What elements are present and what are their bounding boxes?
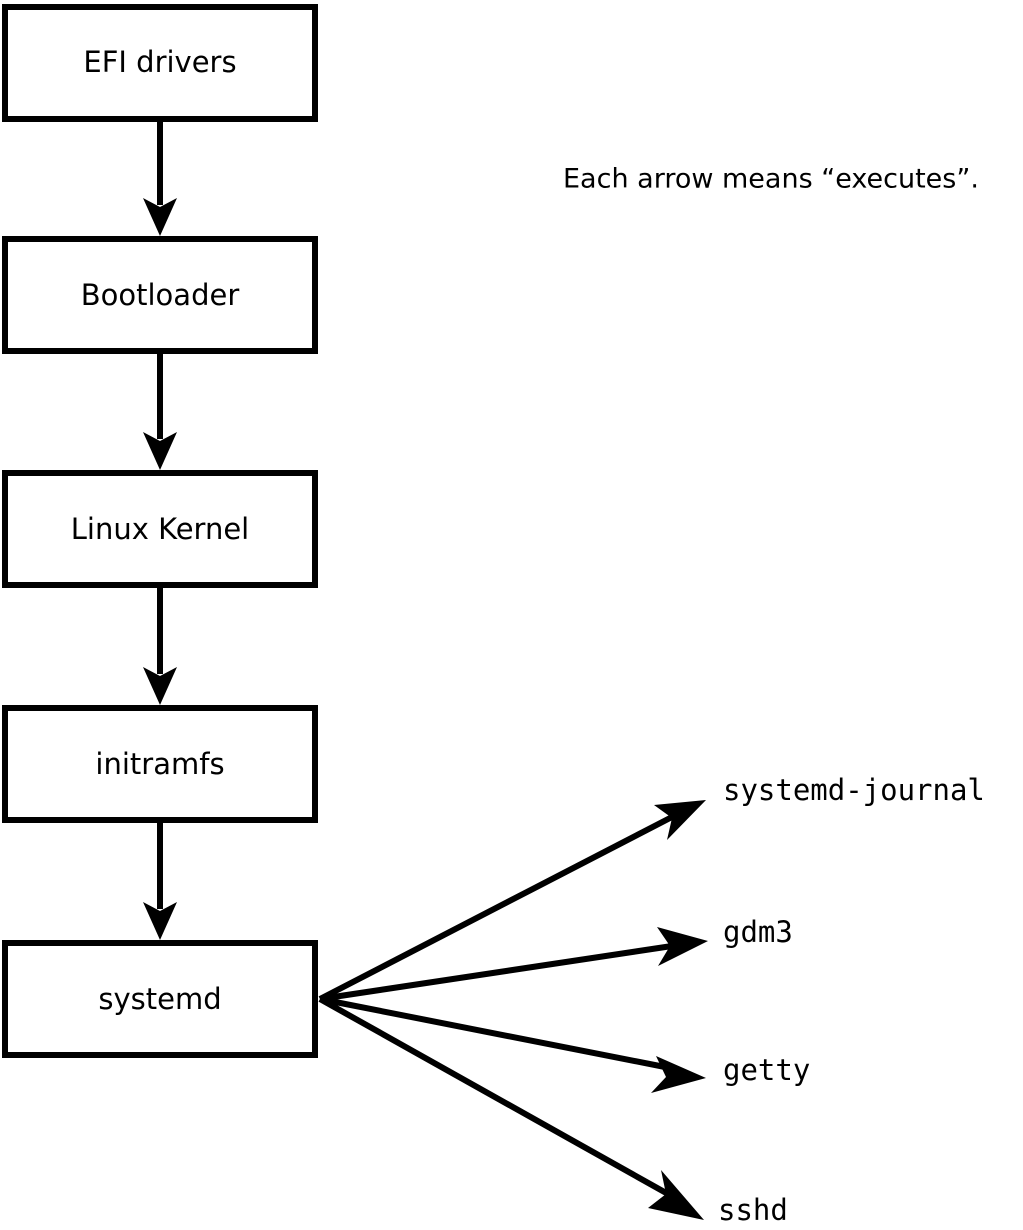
chain-arrow-initramfs-to-systemd	[143, 823, 177, 940]
leaf-label-getty: getty	[723, 1053, 810, 1087]
fanout-arrow-systemd-journal	[318, 800, 706, 1002]
fanout-arrow-line	[319, 996, 671, 1071]
node-box[interactable]	[2, 705, 318, 823]
node-systemd[interactable]: systemd	[2, 940, 318, 1058]
arrow-head-down-icon	[143, 902, 177, 940]
arrow-head-icon	[651, 1056, 706, 1093]
node-box[interactable]	[2, 4, 318, 122]
chain-arrow-bootloader-to-kernel	[143, 354, 177, 470]
leaf-label-systemd-journal: systemd-journal	[723, 773, 985, 807]
fanout-arrow-line	[319, 943, 673, 1002]
node-label: Bootloader	[81, 278, 240, 312]
diagram-caption: Each arrow means “executes”.	[563, 164, 979, 195]
arrow-head-down-icon	[143, 198, 177, 236]
fanout-arrow-getty	[319, 996, 706, 1093]
arrow-head-icon	[654, 800, 706, 840]
node-linux-kernel[interactable]: Linux Kernel	[2, 470, 318, 588]
node-initramfs[interactable]: initramfs	[2, 705, 318, 823]
node-label: initramfs	[95, 747, 224, 781]
fanout-arrow-gdm3	[319, 927, 708, 1002]
chain-arrow-kernel-to-initramfs	[143, 588, 177, 705]
fanout-arrow-line	[318, 814, 674, 1002]
fanout-arrow-sshd	[318, 996, 704, 1220]
node-box[interactable]	[2, 236, 318, 354]
arrow-head-down-icon	[143, 667, 177, 705]
node-label: EFI drivers	[83, 45, 236, 79]
node-label: Linux Kernel	[71, 512, 249, 546]
node-box[interactable]	[2, 940, 318, 1058]
node-bootloader[interactable]: Bootloader	[2, 236, 318, 354]
leaf-label-gdm3: gdm3	[723, 915, 793, 949]
node-efi-drivers[interactable]: EFI drivers	[2, 4, 318, 122]
arrow-head-icon	[648, 1170, 704, 1220]
fanout-arrow-line	[318, 996, 670, 1197]
arrow-head-icon	[657, 927, 708, 966]
leaf-label-sshd: sshd	[718, 1193, 788, 1227]
node-label: systemd	[98, 982, 221, 1016]
node-box[interactable]	[2, 470, 318, 588]
chain-arrow-efi-to-bootloader	[143, 122, 177, 236]
arrow-head-down-icon	[143, 432, 177, 470]
